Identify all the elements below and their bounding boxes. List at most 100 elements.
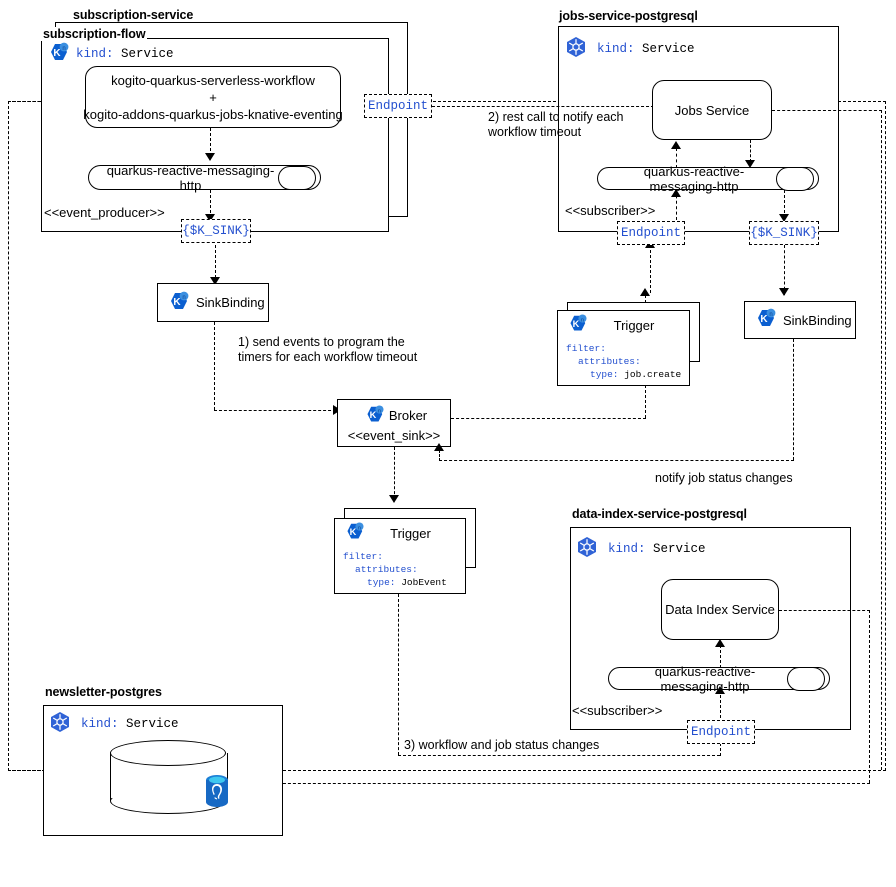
jobsservice-to-db-horizontal-bottom: [233, 770, 881, 771]
sinkbinding-right-to-broker-vertical: [793, 339, 794, 460]
svg-text:n: n: [378, 408, 381, 414]
arrow-jobsservice-to-messaging: [750, 140, 751, 162]
arrow-messaging-to-jobsservice: [676, 148, 677, 168]
kind-value: Service: [642, 42, 695, 56]
broker-label: Broker: [388, 408, 428, 423]
svg-text:K: K: [350, 527, 357, 537]
arrowhead-down: [779, 288, 789, 296]
data-index-component: Data Index Service: [661, 579, 779, 640]
annotation-step1-line2: timers for each workflow timeout: [238, 350, 418, 364]
arrow-endpoint-to-dataindex-messaging: [720, 690, 721, 718]
newsletter-postgres-title: newsletter-postgres: [45, 685, 162, 699]
data-index-stereotype: <<subscriber>>: [572, 703, 663, 718]
trigger-type-value: JobEvent: [401, 577, 447, 588]
sinkbinding-right-box: K n SinkBinding: [744, 301, 856, 339]
svg-text:n: n: [769, 312, 772, 318]
broker-to-jobevent-trigger-line: [394, 447, 395, 499]
arrow-ksink-to-sinkbinding: [215, 245, 216, 283]
svg-text:K: K: [370, 409, 377, 419]
kubernetes-icon: [49, 711, 75, 737]
messaging-connector-knob: [278, 165, 316, 190]
subscription-ksink-box[interactable]: {$K_SINK}: [181, 219, 251, 243]
annotation-step2-line1: 2) rest call to notify each: [488, 110, 624, 124]
jobs-ksink-box[interactable]: {$K_SINK}: [749, 221, 819, 245]
messaging-connector-knob: [776, 166, 814, 191]
arrowhead-up: [671, 141, 681, 149]
data-index-service-title: data-index-service-postgresql: [572, 507, 747, 521]
kubernetes-icon: [565, 36, 591, 62]
arrow-endpoint-to-messaging: [676, 190, 677, 220]
svg-text:n: n: [182, 295, 185, 301]
sinkbinding-right-label: SinkBinding: [783, 312, 852, 328]
annotation-step1: 1) send events to program the timers for…: [238, 335, 417, 365]
jobs-endpoint-box[interactable]: Endpoint: [617, 221, 685, 245]
broker-stereotype: <<event_sink>>: [347, 427, 441, 443]
knative-icon: K n: [341, 521, 365, 545]
cylinder-top: [110, 740, 226, 766]
jobsservice-to-db-horizontal-top: [772, 110, 882, 111]
annotation-step2-line2: workflow timeout: [488, 125, 582, 139]
sinkbinding-right-to-broker-horizontal: [439, 460, 794, 461]
knative-icon: K n: [564, 313, 588, 337]
dataindex-to-db-vertical: [869, 610, 870, 783]
arrow-workflow-to-messaging: [210, 128, 211, 156]
trigger-attributes-key: attributes:: [355, 564, 418, 575]
arrow-messaging-to-ksink: [210, 190, 211, 218]
trigger-job-create-box: K n Trigger filter: attributes: type: jo…: [557, 310, 690, 386]
broker-box: K n Broker <<event_sink>>: [337, 399, 451, 447]
subscription-service-title: subscription-service: [73, 8, 194, 22]
messaging-connector-knob: [787, 666, 825, 691]
kubernetes-icon: [576, 536, 602, 562]
trigger-type-key: type:: [590, 369, 619, 380]
kind-value: Service: [126, 717, 179, 731]
arrowhead-down: [205, 214, 215, 222]
arrow-jobsksink-to-sinkbinding: [784, 245, 785, 295]
arrowhead-down: [745, 160, 755, 168]
subscription-flow-title: subscription-flow: [41, 27, 148, 41]
arrowhead-down: [205, 153, 215, 161]
svg-text:n: n: [358, 525, 361, 531]
svg-text:K: K: [573, 319, 580, 329]
jobs-messaging-label: quarkus-reactive-messaging-http: [643, 163, 745, 194]
subscription-messaging-pill: quarkus-reactive-messaging-http: [88, 162, 321, 193]
dataindex-to-db-horizontal-bottom: [233, 783, 870, 784]
workflow-dependency-2: kogito-addons-quarkus-jobs-knative-event…: [83, 106, 343, 122]
workflow-dependency-1: kogito-quarkus-serverless-workflow: [111, 72, 315, 88]
arrowhead-up: [671, 189, 681, 197]
sinkbinding-left-label: SinkBinding: [196, 295, 265, 310]
rest-call-line: [432, 106, 654, 107]
svg-text:n: n: [62, 46, 65, 52]
svg-text:K: K: [53, 48, 61, 59]
newsletter-kind-line: kind: Service: [49, 711, 179, 737]
jobs-stereotype: <<subscriber>>: [565, 203, 656, 218]
knative-icon: K n: [361, 404, 385, 428]
svg-text:K: K: [760, 314, 768, 325]
subscription-messaging-label: quarkus-reactive-messaging-http: [106, 162, 275, 193]
trigger-to-jobs-endpoint-line: [650, 245, 651, 293]
svg-text:n: n: [581, 317, 584, 323]
broker-inlet-stub: [439, 450, 440, 461]
trigger-filter-key: filter:: [566, 343, 606, 354]
broker-to-trigger-horizontal: [451, 418, 646, 419]
trigger-job-create-label: Trigger: [613, 317, 655, 333]
jobsservice-to-db-vertical: [881, 110, 882, 770]
kind-key: kind:: [76, 47, 114, 61]
annotation-notify-job-status: notify job status changes: [655, 471, 793, 485]
workflow-plus-sign: +: [209, 89, 217, 105]
data-index-endpoint-box[interactable]: Endpoint: [687, 720, 755, 744]
arrowhead-up: [715, 639, 725, 647]
arrowhead-up: [715, 686, 725, 694]
jobevent-trigger-to-dataindex-horizontal: [398, 755, 720, 756]
data-index-messaging-pill: quarkus-reactive-messaging-http: [608, 664, 830, 694]
annotation-step2: 2) rest call to notify each workflow tim…: [488, 110, 623, 140]
trigger-filter-key: filter:: [343, 551, 383, 562]
sinkbinding-to-broker-vertical: [214, 322, 215, 410]
trigger-type-value: job.create: [624, 369, 682, 380]
trigger-job-event-label: Trigger: [390, 525, 431, 541]
knative-icon: K n: [751, 307, 777, 333]
workflow-addons-box: kogito-quarkus-serverless-workflow + kog…: [83, 66, 343, 128]
svg-text:K: K: [173, 297, 181, 308]
sinkbinding-left-box: K n SinkBinding: [157, 283, 269, 322]
subscription-endpoint-box[interactable]: Endpoint: [364, 94, 432, 118]
